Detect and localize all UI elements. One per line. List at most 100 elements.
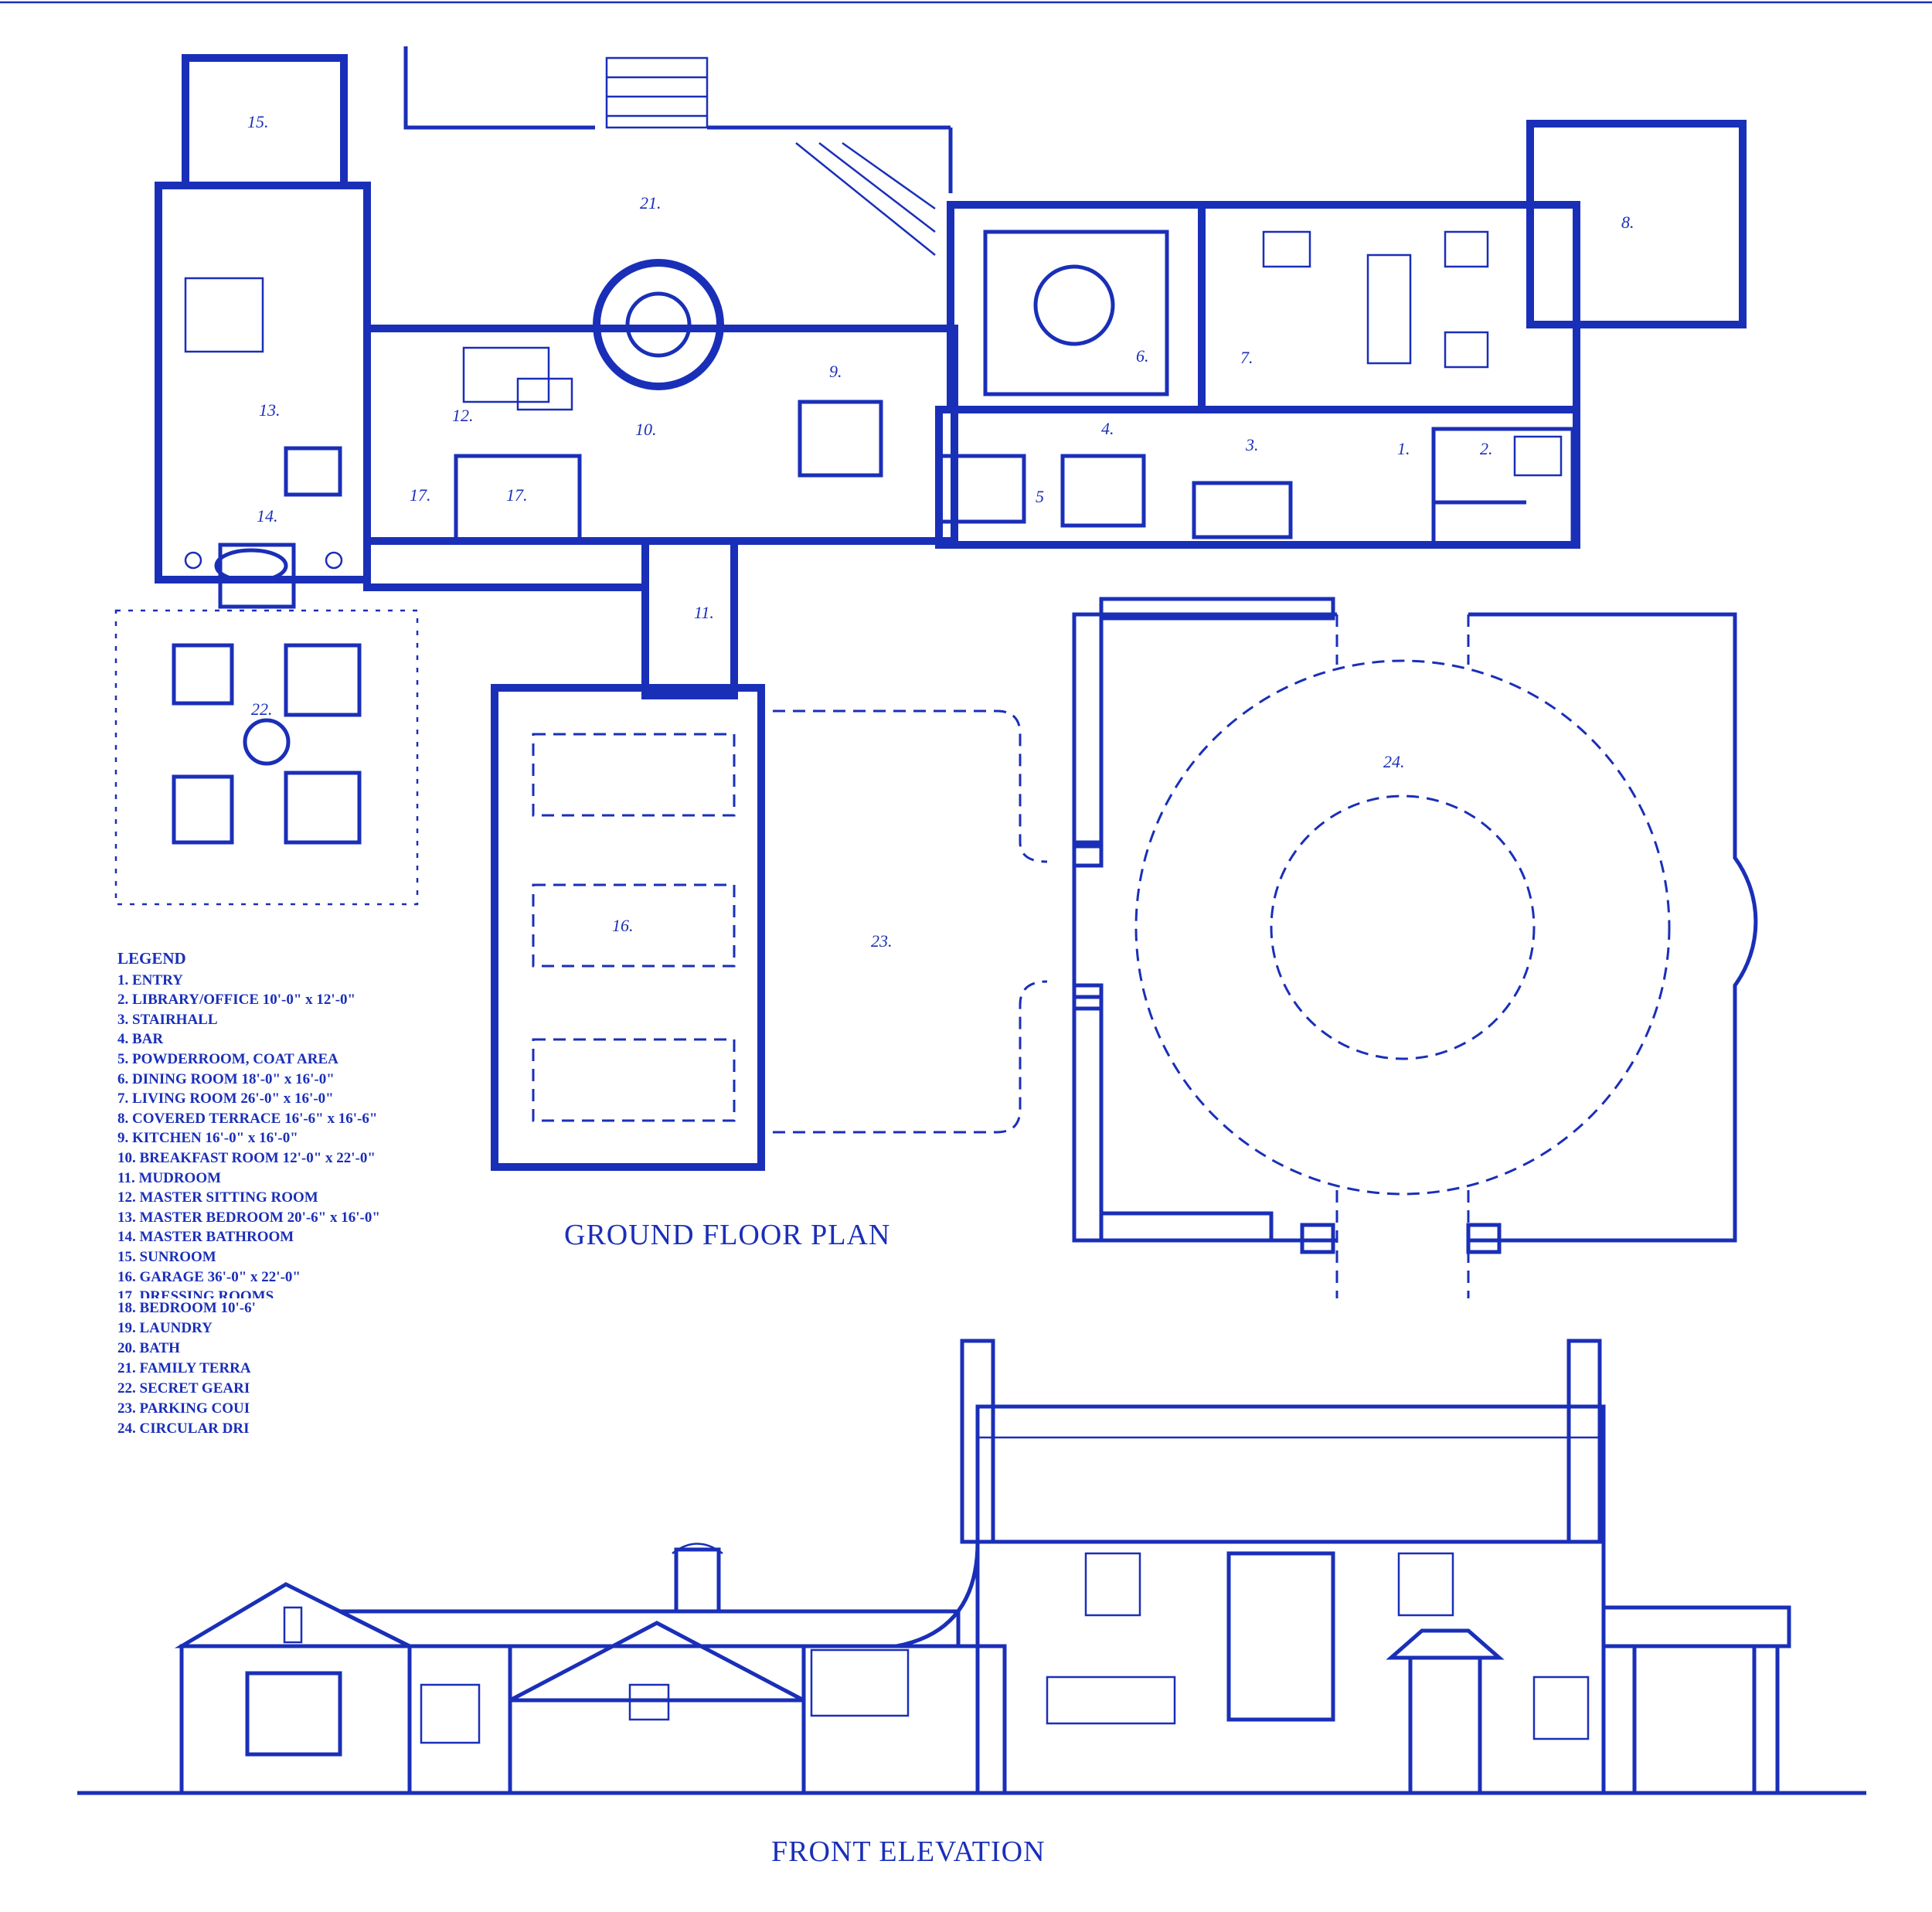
room-label-5: 5: [1036, 487, 1044, 506]
middle-wing-wall: [508, 1698, 806, 1795]
legend-item: 5. POWDERROOM, COAT AREA: [117, 1050, 338, 1067]
legend-item: 12. MASTER SITTING ROOM: [117, 1189, 318, 1206]
breakfast-bay: [593, 259, 724, 390]
upper-window-right: [1397, 1552, 1454, 1617]
front-elevation-title: FRONT ELEVATION: [771, 1835, 1046, 1868]
room-label-11: 11.: [694, 603, 714, 622]
garden-boundary: [114, 609, 419, 906]
breakfast-table: [625, 291, 692, 358]
room-label-15: 15.: [247, 112, 269, 131]
covered-terrace-walls: [1526, 120, 1747, 328]
terrace-hatch: [795, 142, 936, 256]
gate-pier: [1466, 1223, 1502, 1254]
mudroom-walls: [641, 537, 738, 699]
legend-item: 17. DRESSING ROOMS: [117, 1288, 274, 1298]
bar-counter: [937, 454, 1026, 524]
curved-roof-sweep: [896, 1541, 980, 1648]
legend-item: 4. BAR: [117, 1031, 164, 1048]
wide-window: [810, 1648, 910, 1717]
room-label-1: 1.: [1397, 439, 1410, 458]
legend-heading: LEGEND: [117, 949, 186, 968]
legend: LEGEND 1. ENTRY 2. LIBRARY/OFFICE 10'-0"…: [117, 949, 396, 1298]
legend-item: 2. LIBRARY/OFFICE 10'-0" x 12'-0": [117, 992, 356, 1009]
garage: [491, 684, 765, 1171]
drive-courtyard-wall: [1072, 612, 1758, 1243]
room-label-17a: 17.: [410, 485, 431, 505]
legend-item: 21. FAMILY TERRA: [117, 1360, 251, 1376]
garden-fountain: [243, 718, 291, 766]
ground-floor-plan-title: GROUND FLOOR PLAN: [564, 1219, 890, 1251]
legend-item: 24. CIRCULAR DRI: [117, 1420, 250, 1437]
legend-item: 18. BEDROOM 10'-6': [117, 1300, 256, 1316]
legend-item: 7. LIVING ROOM 26'-0" x 16'-0": [117, 1090, 334, 1107]
hedge-left-top: [1072, 612, 1104, 849]
library: [1431, 427, 1575, 547]
garage-front-wall: [801, 1644, 1007, 1795]
dining-table: [1033, 264, 1115, 346]
coffee-table: [1366, 253, 1412, 365]
sink-right: [325, 551, 343, 570]
upper-window-left: [1084, 1552, 1141, 1617]
room-label-17b: 17.: [506, 485, 528, 505]
legend-item: 8. COVERED TERRACE 16'-6" x 16'-6": [117, 1110, 378, 1127]
left-wing-wall: [179, 1644, 412, 1795]
legend-item: 1. ENTRY: [117, 971, 183, 988]
stair: [1192, 481, 1293, 539]
lower-window-left: [1046, 1676, 1176, 1725]
hedge-left-bottom: [1072, 995, 1104, 1243]
room-label-13: 13.: [259, 400, 281, 420]
room-label-8: 8.: [1621, 213, 1634, 232]
library-chair: [1513, 435, 1563, 477]
room-label-7: 7.: [1240, 348, 1253, 367]
drive-inner-circle: [1270, 794, 1536, 1060]
garden-bed: [284, 771, 362, 845]
bathtub: [214, 548, 288, 583]
cupola: [674, 1547, 721, 1614]
garden-bed: [172, 643, 234, 706]
entry-pediment: [1386, 1628, 1505, 1660]
garage-walls: [491, 684, 765, 1171]
parking-court-edge: [773, 709, 1048, 1134]
main-block-wall: [975, 1539, 1606, 1795]
legend-item: 9. KITCHEN 16'-0" x 16'-0": [117, 1130, 298, 1147]
room-label-24: 24.: [1383, 752, 1405, 771]
chimney-right: [1566, 1339, 1602, 1544]
front-door: [1408, 1655, 1482, 1795]
room-label-6: 6.: [1136, 346, 1149, 366]
dressing-rooms: [454, 454, 582, 543]
room-label-10: 10.: [635, 420, 657, 439]
parking-space: [532, 883, 736, 968]
tub-surround: [218, 543, 296, 609]
legend-item: 11. MUDROOM: [117, 1169, 222, 1186]
middle-gable-roof: [509, 1621, 805, 1703]
left-gable-roof: [174, 1582, 411, 1648]
legend-item: 6. DINING ROOM 18'-0" x 16'-0": [117, 1070, 335, 1087]
gate-pier: [1300, 1223, 1335, 1254]
master-link-wall: [363, 541, 645, 591]
room-label-16: 16.: [612, 916, 634, 935]
room-label-4: 4.: [1101, 419, 1114, 438]
legend-item: 20. BATH: [117, 1340, 180, 1356]
stair-window: [1226, 1551, 1335, 1722]
hedge-bottom: [1099, 1211, 1274, 1243]
gate-pier: [1072, 983, 1104, 1011]
legend-item: 19. LAUNDRY: [117, 1320, 213, 1336]
terrace-steps: [605, 56, 709, 129]
sink-left: [184, 551, 202, 570]
parking-space: [532, 733, 736, 817]
armchair: [1444, 331, 1489, 369]
room-label-9: 9.: [829, 362, 842, 381]
room-label-12: 12.: [452, 406, 474, 425]
sitting-bench: [516, 377, 573, 411]
ground-floor-plan: 1. 2. 3. 4. 5 6. 7. 8. 9. 10. 11. 12. 13…: [114, 46, 1758, 1298]
legend-item: 23. PARKING COUI: [117, 1400, 250, 1417]
porch-roof: [1601, 1605, 1791, 1648]
drive-outer-circle: [1134, 659, 1671, 1196]
legend-item: 16. GARAGE 36'-0" x 22'-0": [117, 1268, 301, 1285]
legend-item: 10. BREAKFAST ROOM 12'-0" x 22'-0": [117, 1149, 376, 1166]
secret-garden: [114, 609, 419, 906]
legend-item: 15. SUNROOM: [117, 1248, 216, 1265]
powderroom: [1060, 454, 1146, 528]
room-label-14: 14.: [257, 506, 278, 526]
room-label-22: 22.: [251, 699, 273, 719]
